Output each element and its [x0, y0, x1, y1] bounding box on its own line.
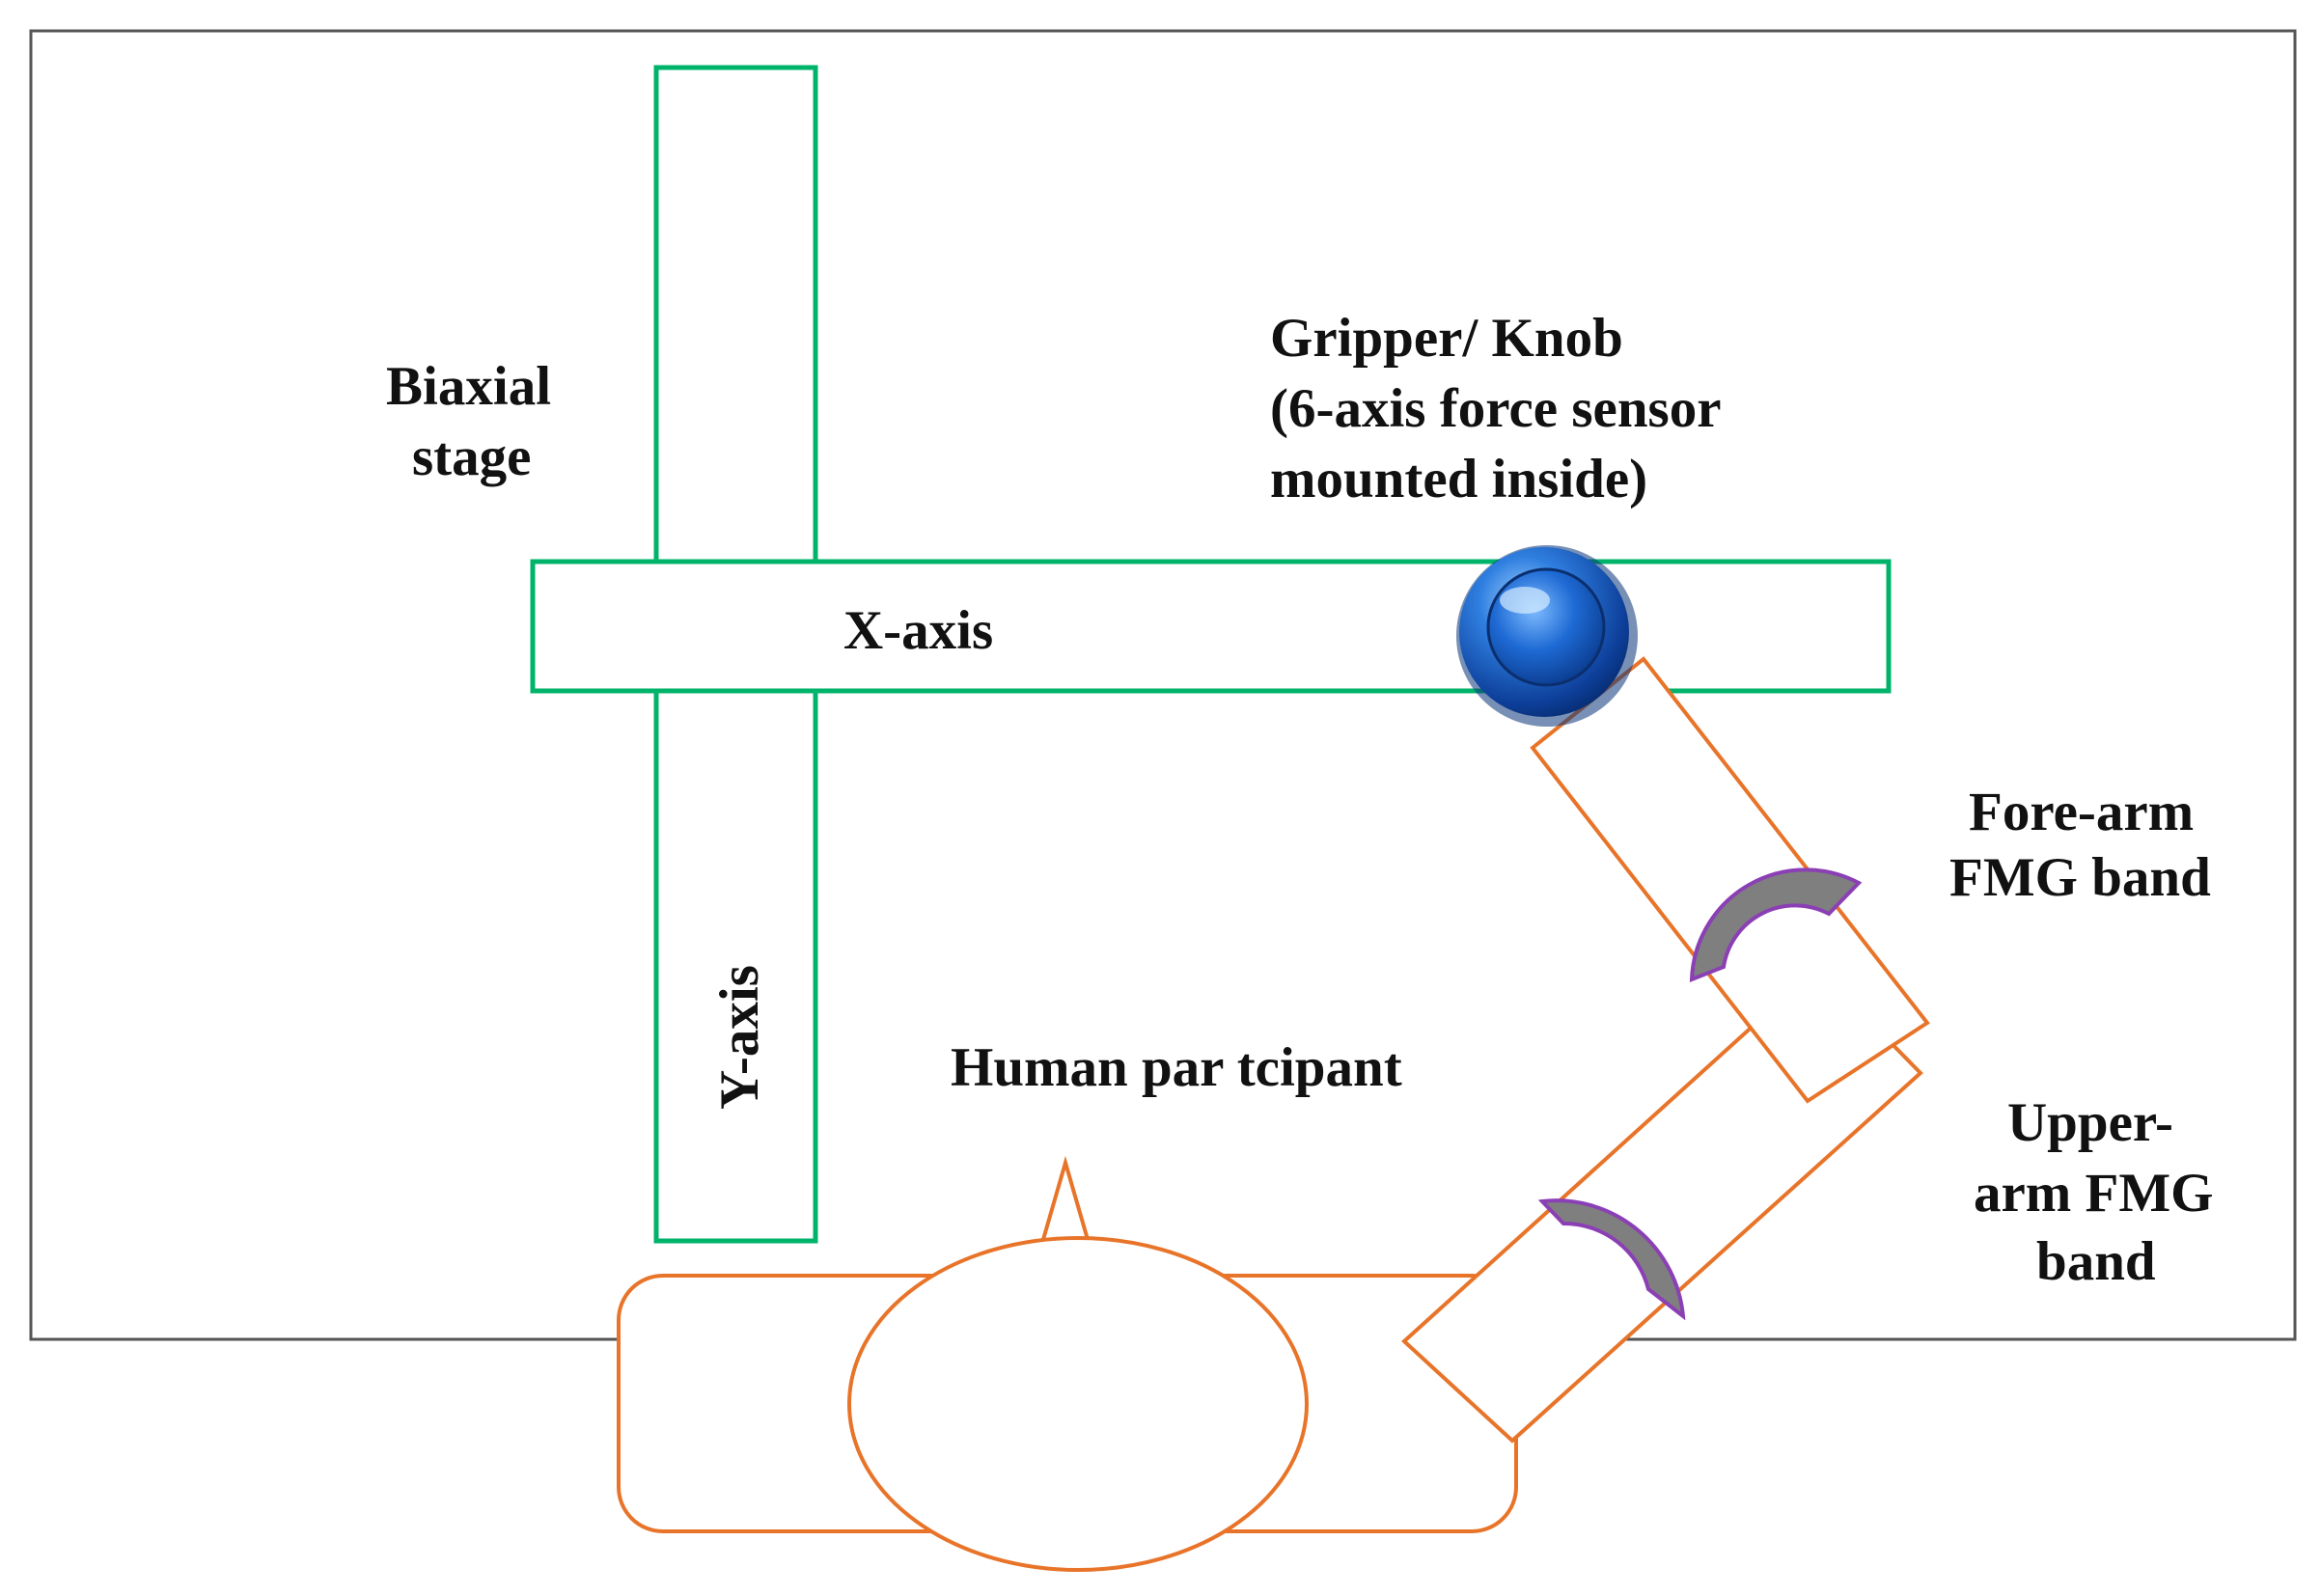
y-axis-label: Y-axis: [709, 965, 770, 1110]
upper-arm-band-label-line1: Upper-: [2007, 1092, 2173, 1153]
forearm-band-label-line2: FMG band: [1949, 847, 2211, 908]
upper-arm-fmg-band: [1537, 1198, 1686, 1321]
upper-arm: [1401, 965, 1923, 1444]
upper-arm-band-label-line3: band: [2036, 1231, 2156, 1292]
gripper-label-line3: mounted inside): [1270, 449, 1647, 509]
x-axis-rail: [530, 559, 1892, 694]
human-participant-label: Human par tcipant: [951, 1037, 1402, 1098]
x-axis-label: X-axis: [843, 600, 993, 661]
biaxial-stage-label-line2: stage: [412, 427, 531, 487]
forearm-band-label-line1: Fore-arm: [1969, 782, 2194, 842]
gripper-label-line1: Gripper/ Knob: [1270, 308, 1623, 369]
forearm-fmg-band: [1689, 867, 1863, 982]
gripper-knob-icon: [1456, 545, 1638, 727]
biaxial-stage-label-line1: Biaxial: [386, 356, 551, 417]
participant-head: [847, 1236, 1309, 1572]
gripper-label-line2: (6-axis force sensor: [1270, 378, 1722, 439]
upper-arm-band-label-line2: arm FMG: [1974, 1163, 2213, 1224]
